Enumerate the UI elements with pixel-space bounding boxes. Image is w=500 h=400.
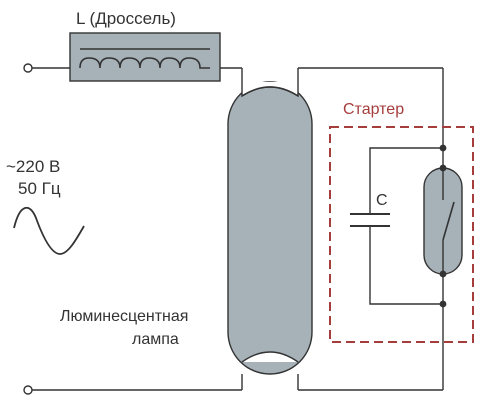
lamp-label-line1: Люминесцентная: [60, 308, 188, 325]
starter-bulb: [423, 167, 463, 275]
input-terminal-bottom: [23, 385, 33, 395]
voltage-label: ~220 В: [6, 157, 60, 176]
capacitor-label: C: [376, 192, 388, 209]
fluorescent-lamp: [227, 81, 313, 375]
starter-switch-contact: [442, 201, 455, 241]
inductor-label: L (Дроссель): [76, 9, 176, 28]
lamp-filament-bottom: [241, 351, 299, 363]
lamp-filament-top: [241, 86, 299, 97]
lamp-label-line2: лампа: [132, 331, 179, 348]
input-terminal-top: [23, 63, 33, 73]
junction-dots: [439, 144, 447, 308]
starter-label: Стартер: [343, 101, 404, 118]
starter-box: [329, 126, 474, 343]
coil-icon: [69, 32, 221, 82]
sine-wave-icon: [13, 207, 85, 255]
frequency-label: 50 Гц: [18, 179, 61, 198]
